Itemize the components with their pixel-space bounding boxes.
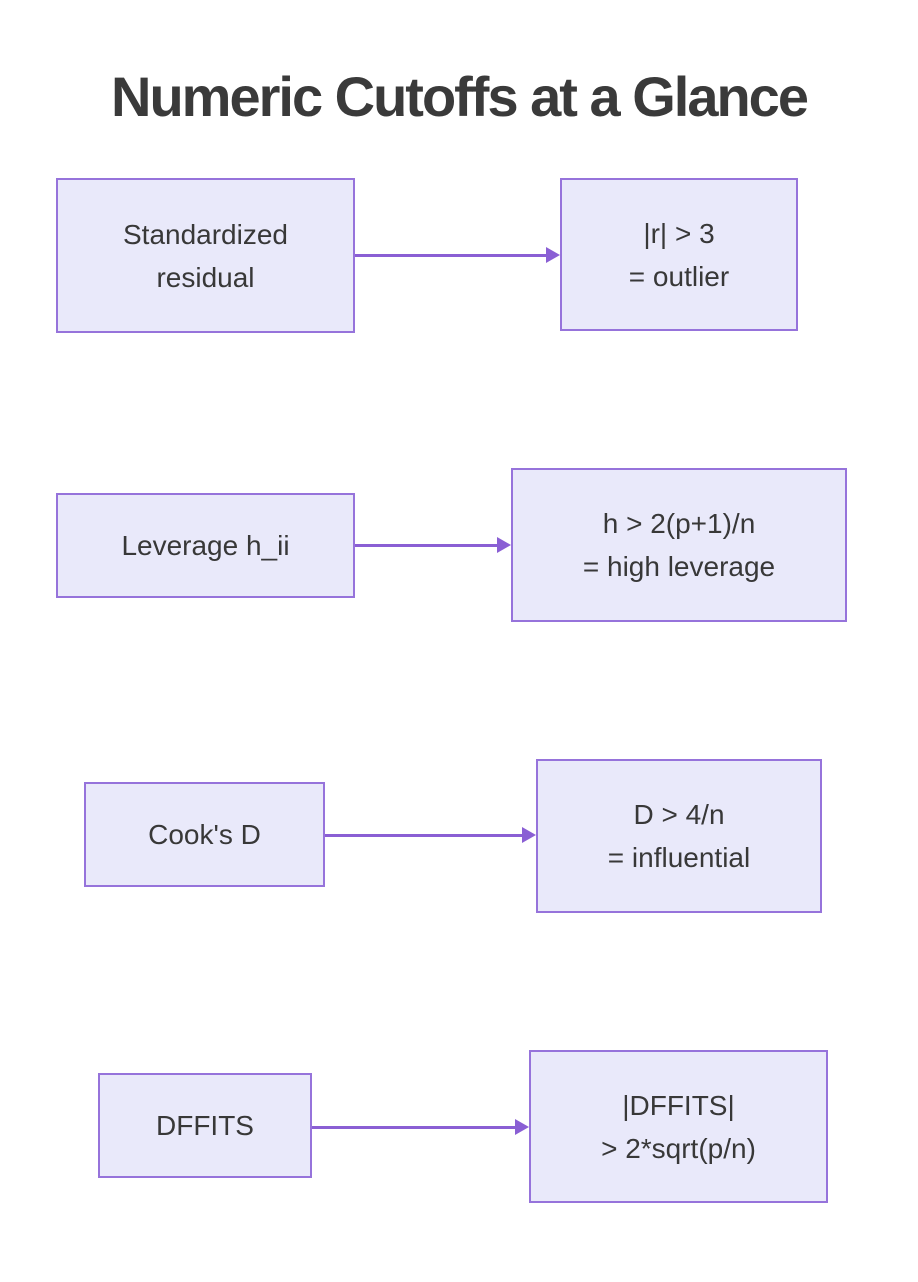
node-label-line: = outlier [628, 260, 730, 292]
node-high-leverage-cutoff: h > 2(p+1)/n = high leverage [511, 468, 847, 622]
node-label-line: h > 2(p+1)/n [602, 508, 756, 539]
node-outlier-cutoff: |r| > 3 = outlier [560, 178, 798, 331]
node-label-line: residual [156, 261, 255, 293]
arrow-cooks-d-to-cutoff [325, 833, 522, 837]
node-label-line: > 2*sqrt(p/n) [601, 1132, 756, 1164]
node-dffits: DFFITS [98, 1073, 312, 1178]
node-label-line: |DFFITS| [622, 1089, 735, 1121]
node-label-line: = high leverage [582, 551, 776, 582]
arrow-standardized-residual-to-cutoff [355, 253, 546, 257]
arrow-dffits-to-cutoff [312, 1125, 515, 1129]
node-label-line: = influential [607, 842, 751, 873]
node-label-line: DFFITS [156, 1110, 254, 1141]
node-dffits-cutoff: |DFFITS| > 2*sqrt(p/n) [529, 1050, 828, 1203]
node-standardized-residual: Standardized residual [56, 178, 355, 333]
node-cooks-d: Cook's D [84, 782, 325, 887]
node-label-line: Standardized [122, 218, 288, 250]
node-label-line: Cook's D [148, 819, 261, 850]
diagram-title: Numeric Cutoffs at a Glance [111, 65, 809, 128]
arrow-leverage-to-cutoff [355, 543, 497, 547]
node-label-line: |r| > 3 [643, 217, 715, 249]
node-label-line: D > 4/n [633, 799, 725, 830]
node-leverage: Leverage h_ii [56, 493, 355, 598]
node-influential-cutoff: D > 4/n = influential [536, 759, 822, 913]
node-label-line: Leverage h_ii [121, 530, 290, 561]
